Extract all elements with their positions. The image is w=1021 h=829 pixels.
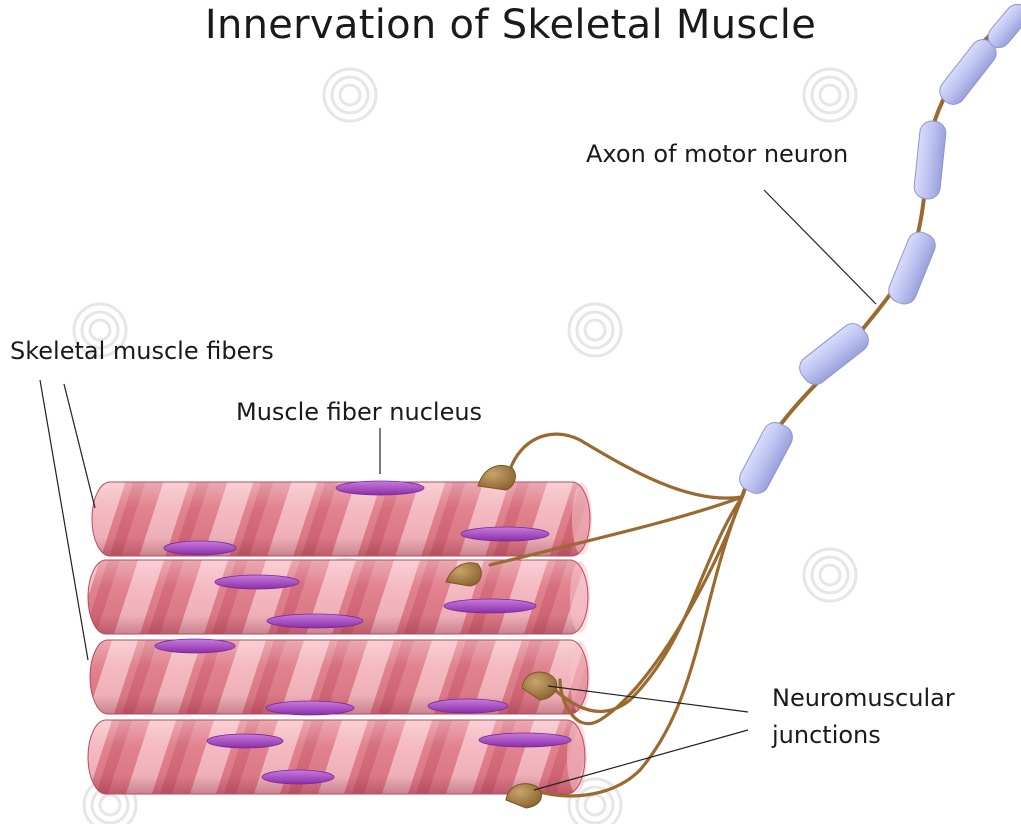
motor-axon xyxy=(735,0,1021,498)
muscle-fiber-nucleus xyxy=(207,734,283,748)
leader-line xyxy=(64,384,95,508)
watermark-swirl xyxy=(804,69,856,121)
myelin-sheath-segment xyxy=(795,319,873,389)
label-muscle-fiber-nucleus: Muscle fiber nucleus xyxy=(236,398,482,426)
muscle-fiber xyxy=(88,720,587,794)
myelin-sheath-segment xyxy=(735,418,796,497)
watermark-swirl xyxy=(324,69,376,121)
muscle-fiber-nucleus xyxy=(428,699,508,713)
label-nmj-line-1: Neuromuscular xyxy=(772,680,955,717)
muscle-fiber-nucleus xyxy=(479,733,571,747)
muscle-fiber-nucleus xyxy=(267,614,363,628)
label-skeletal-muscle-fibers: Skeletal muscle fibers xyxy=(10,337,274,365)
muscle-fiber-bundle xyxy=(88,481,592,794)
leader-line xyxy=(764,190,876,304)
watermark-swirl xyxy=(804,549,856,601)
neuromuscular-junction-terminal xyxy=(478,465,515,490)
muscle-fiber-nucleus xyxy=(444,599,536,613)
label-neuromuscular-junctions: Neuromuscular junctions xyxy=(772,680,955,754)
watermark-swirl xyxy=(569,304,621,356)
diagram-title: Innervation of Skeletal Muscle xyxy=(0,2,1021,48)
myelin-sheath-segment xyxy=(885,228,939,307)
muscle-fiber-nucleus xyxy=(215,575,299,589)
muscle-fiber-nucleus xyxy=(266,701,354,715)
label-axon-of-motor-neuron: Axon of motor neuron xyxy=(586,140,848,168)
leader-line xyxy=(40,380,88,660)
muscle-fiber-nucleus xyxy=(461,527,549,541)
label-nmj-line-2: junctions xyxy=(772,717,955,754)
muscle-fiber-nucleus xyxy=(155,639,235,653)
muscle-fiber-nucleus xyxy=(262,770,334,784)
myelin-sheath-segment xyxy=(913,120,947,200)
muscle-fiber-nucleus xyxy=(336,481,424,495)
muscle-fiber-nucleus xyxy=(164,541,236,555)
